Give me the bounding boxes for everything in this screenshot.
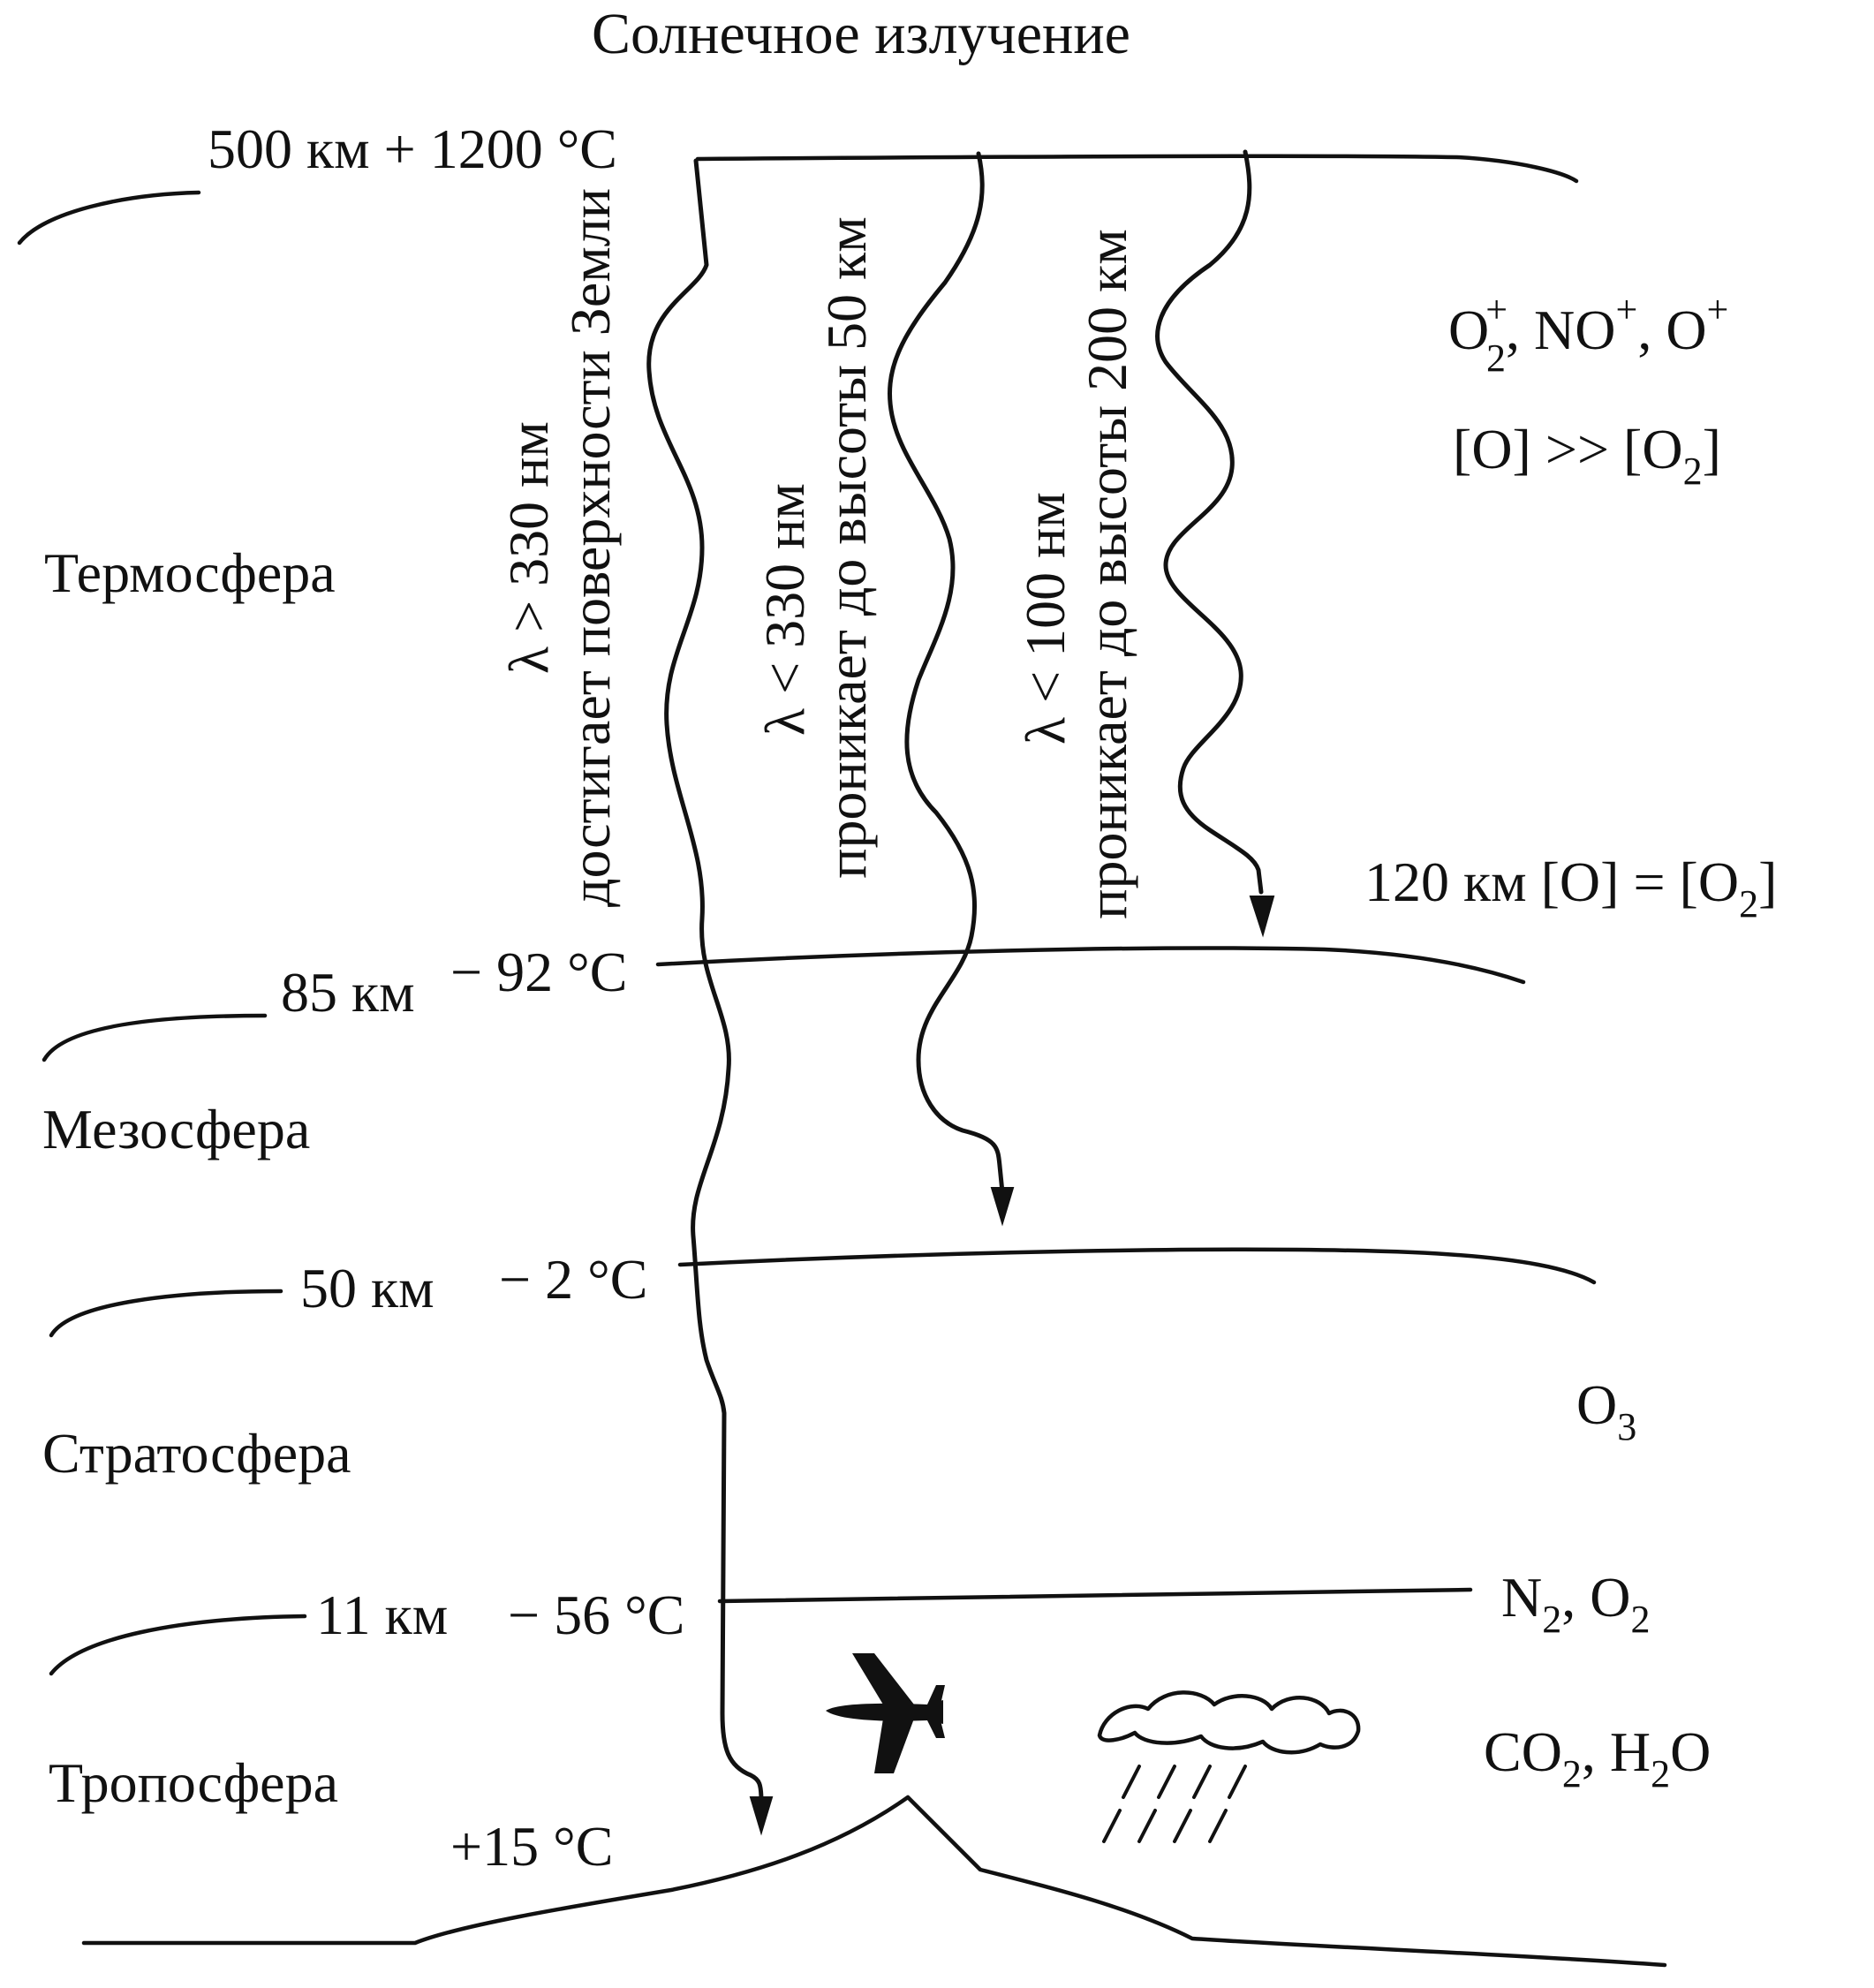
ray-short-effect: проникает до высоты 200 км (1076, 229, 1138, 919)
ray-long-effect: достигает поверхности Земли (559, 188, 622, 907)
level-120km-label: 120 км [O] = [O2] (1364, 850, 1777, 926)
rain-cloud-icon (1097, 1690, 1361, 1843)
boundary-tick-500km (17, 190, 201, 246)
altitude-label-50km: 50 км (300, 1257, 434, 1319)
boundary-line-11km (717, 1587, 1473, 1604)
boundary-line-85km (655, 946, 1526, 985)
nitrogen-oxygen-label: N2, O2 (1501, 1566, 1650, 1641)
surface-temperature-label: +15 °C (450, 1815, 613, 1878)
ray-medium-label: λ < 330 нм (753, 483, 816, 736)
altitude-label-85km: 85 км (281, 961, 415, 1024)
boundary-tick-50km (49, 1289, 283, 1338)
airplane-icon (826, 1653, 945, 1773)
layer-label-thermosphere: Термосфера (44, 541, 336, 604)
altitude-label-500km: 500 км + 1200 °C (208, 117, 617, 180)
ray-medium-wave (888, 151, 1005, 1195)
diagram-title: Солнечное излучение (592, 2, 1130, 66)
oxygen-ratio-label: [O] >> [O2] (1453, 418, 1721, 493)
boundary-line-500km (695, 154, 1579, 184)
ray-long-wave (646, 158, 764, 1804)
boundary-tick-11km (49, 1614, 307, 1676)
ray-short-arrowhead (1249, 896, 1275, 938)
ray-short-wave (1155, 149, 1264, 895)
ray-long-label: λ > 330 нм (497, 421, 560, 674)
ground-surface (81, 1795, 1667, 1968)
ray-medium-arrowhead (990, 1187, 1015, 1227)
layer-label-stratosphere: Стратосфера (42, 1422, 351, 1485)
ray-long-arrowhead (749, 1796, 774, 1836)
temperature-label-50km: − 2 °C (499, 1248, 647, 1311)
boundary-line-50km (677, 1247, 1597, 1285)
boundary-tick-85km (42, 1013, 268, 1062)
ozone-label: O3 (1576, 1373, 1636, 1448)
temperature-label-85km: − 92 °C (450, 941, 627, 1003)
altitude-label-11km: 11 км (316, 1584, 448, 1646)
ions-label: O+2, NO+, O+ (1448, 288, 1728, 380)
layer-label-troposphere: Тропосфера (49, 1751, 338, 1814)
ray-short-label: λ < 100 нм (1014, 492, 1077, 745)
layer-label-mesosphere: Мезосфера (42, 1098, 310, 1160)
ray-medium-effect: проникает до высоты 50 км (815, 216, 878, 879)
temperature-label-11km: − 56 °C (508, 1584, 684, 1646)
co2-h2o-label: CO2, H2O (1484, 1720, 1711, 1795)
